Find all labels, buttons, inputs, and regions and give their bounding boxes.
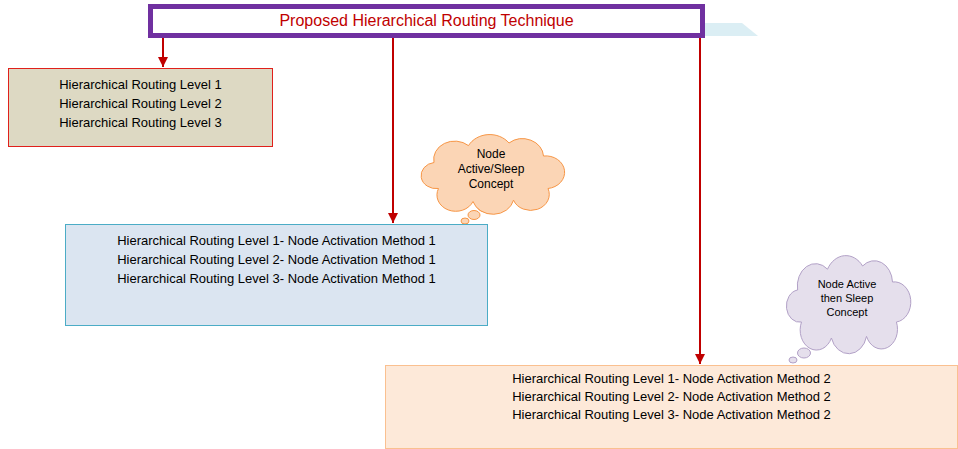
thought-cloud: Node Active/Sleep Concept <box>416 130 566 208</box>
connector-arrow <box>699 38 701 364</box>
cloud-shape <box>421 135 565 215</box>
box-label: Hierarchical Routing Level 2- Node Activ… <box>117 250 436 269</box>
thought-cloud: Node Active then Sleep Concept <box>782 250 912 346</box>
cloud-label: Node Active/Sleep Concept <box>446 147 536 192</box>
process-box: Hierarchical Routing Level 1Hierarchical… <box>8 68 273 147</box>
box-label: Hierarchical Routing Level 1- Node Activ… <box>512 370 831 388</box>
title-label: Proposed Hierarchical Routing Technique <box>279 11 573 31</box>
process-box: Hierarchical Routing Level 1- Node Activ… <box>385 365 958 449</box>
thought-bubble <box>789 357 797 363</box>
box-label: Hierarchical Routing Level 3 <box>59 113 222 132</box>
connector-arrow <box>162 38 164 67</box>
box-label: Hierarchical Routing Level 1 <box>59 75 222 94</box>
thought-bubble <box>468 211 480 220</box>
title-box: Proposed Hierarchical Routing Technique <box>148 4 705 38</box>
cloud-label: Node Active then Sleep Concept <box>815 277 879 319</box>
box-label: Hierarchical Routing Level 2 <box>59 94 222 113</box>
box-label: Hierarchical Routing Level 3- Node Activ… <box>117 269 436 288</box>
process-box: Hierarchical Routing Level 1- Node Activ… <box>65 224 488 326</box>
box-label: Hierarchical Routing Level 3- Node Activ… <box>512 406 831 424</box>
connector-arrow <box>392 38 394 223</box>
box-label: Hierarchical Routing Level 2- Node Activ… <box>512 388 831 406</box>
cloud-shape <box>786 256 910 354</box>
title-shadow <box>700 23 758 36</box>
thought-bubble <box>798 348 811 358</box>
box-label: Hierarchical Routing Level 1- Node Activ… <box>117 231 436 250</box>
